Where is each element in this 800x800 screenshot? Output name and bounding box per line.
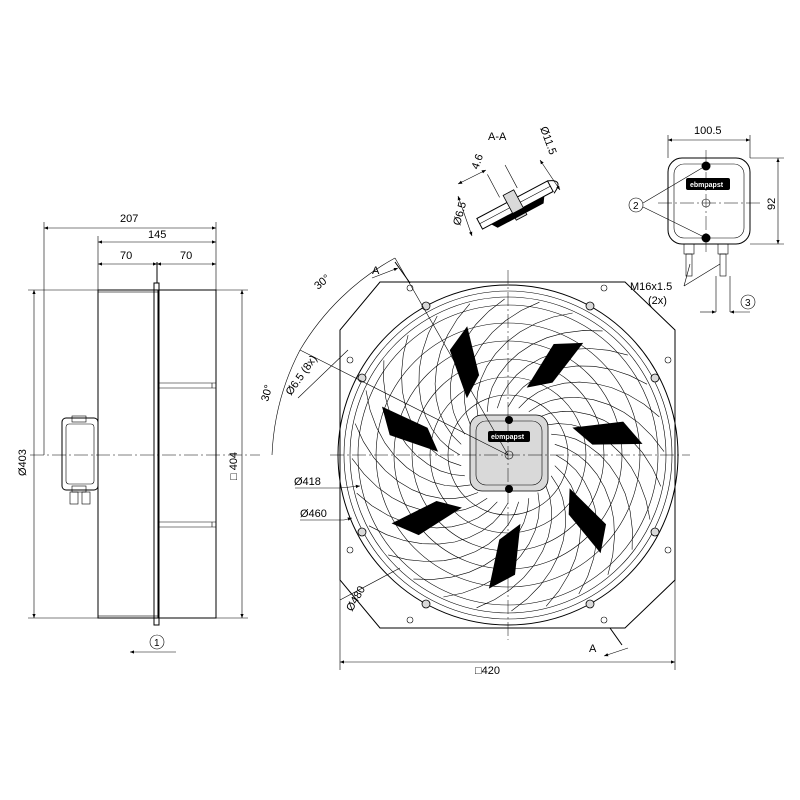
dim-box-height: 92 bbox=[766, 198, 778, 210]
grille-wire bbox=[443, 492, 540, 598]
callout-1: 1 bbox=[154, 638, 160, 649]
dim-6-5: Ø6.5 bbox=[451, 201, 469, 227]
grille-wire bbox=[368, 502, 509, 545]
dim-418: Ø418 bbox=[294, 476, 321, 488]
callout-3: 3 bbox=[745, 298, 751, 309]
side-view: 207 145 70 70 Ø403 □ 404 1 bbox=[17, 213, 260, 654]
fan-blade bbox=[526, 342, 584, 388]
section-marker-bottom: A bbox=[589, 643, 597, 655]
mounting-hole bbox=[600, 616, 608, 624]
center-terminal-box bbox=[469, 414, 549, 492]
fan-blade bbox=[568, 488, 606, 554]
mounting-hole bbox=[585, 301, 595, 311]
fan-blade bbox=[391, 501, 462, 536]
grille-wire bbox=[511, 475, 566, 612]
grille-wire bbox=[518, 381, 660, 418]
grille-wire bbox=[555, 454, 598, 595]
dim-11-5: Ø11.5 bbox=[537, 125, 558, 157]
front-view: ebmpapst 30° 30° A A Ø6.5 (8x) Ø418 Ø460… bbox=[259, 257, 690, 677]
mounting-hole bbox=[357, 527, 367, 537]
grille-wire bbox=[486, 330, 603, 412]
dim-guard-depth: 145 bbox=[148, 229, 166, 241]
fan-blade bbox=[488, 523, 521, 589]
mounting-hole bbox=[346, 546, 354, 554]
mounting-holes bbox=[346, 284, 672, 624]
mounting-hole bbox=[650, 527, 660, 537]
dim-box-width: 100.5 bbox=[694, 125, 722, 137]
mounting-hole bbox=[421, 599, 431, 609]
box-logo: ebmpapst bbox=[690, 182, 724, 189]
thread-spec: M16x1.5 bbox=[630, 281, 672, 293]
dim-square: □ 404 bbox=[228, 452, 240, 480]
fan-blade bbox=[382, 406, 439, 452]
dim-right-half: 70 bbox=[180, 250, 192, 262]
angle-upper: 30° bbox=[312, 272, 332, 292]
dim-holes: Ø6.5 (8x) bbox=[284, 353, 320, 397]
mounting-hole bbox=[406, 284, 414, 292]
thread-count: (2x) bbox=[648, 295, 667, 307]
mounting-hole bbox=[346, 356, 354, 364]
grille-wire bbox=[551, 433, 633, 550]
grille-wire bbox=[497, 348, 628, 409]
grille-wire bbox=[537, 411, 662, 487]
grille-wire bbox=[434, 303, 471, 445]
fan-blade bbox=[449, 326, 480, 399]
dim-4-6: 4.6 bbox=[470, 153, 487, 171]
grille-wire bbox=[476, 484, 552, 609]
fan-blades bbox=[382, 326, 643, 589]
grille-wire bbox=[388, 501, 519, 562]
mounting-hole bbox=[406, 616, 414, 624]
terminal-box-view: ebmpapst 100.5 92 2 M16x1.5 (2x) bbox=[628, 125, 784, 314]
dim-square-420: □420 bbox=[475, 665, 500, 677]
dim-diameter: Ø403 bbox=[17, 449, 29, 476]
grille-wire bbox=[476, 312, 573, 418]
grille-wire bbox=[356, 492, 498, 529]
section-title: A-A bbox=[488, 131, 507, 143]
mounting-hole bbox=[664, 546, 672, 554]
callout-2: 2 bbox=[633, 201, 639, 212]
grille-wire bbox=[554, 444, 615, 575]
mounting-hole bbox=[650, 373, 660, 383]
grille-wire bbox=[383, 360, 465, 477]
grille-wire bbox=[418, 315, 461, 456]
dim-460: Ø460 bbox=[300, 508, 327, 520]
dim-overall-depth: 207 bbox=[120, 213, 138, 225]
grille-wire bbox=[354, 423, 479, 499]
mounting-hole bbox=[357, 373, 367, 383]
dim-left-half: 70 bbox=[120, 250, 132, 262]
angle-lower: 30° bbox=[259, 384, 275, 403]
mounting-hole bbox=[600, 284, 608, 292]
grille-wire bbox=[528, 397, 665, 452]
mounting-hole bbox=[421, 301, 431, 311]
mounting-hole bbox=[585, 599, 595, 609]
mounting-hole bbox=[664, 356, 672, 364]
grille-wire bbox=[450, 298, 505, 435]
fan-blade bbox=[572, 421, 643, 445]
grille-wire bbox=[545, 465, 582, 607]
section-view: A-A 4.6 Ø11.5 Ø6.5 bbox=[451, 125, 561, 237]
grille-wire bbox=[365, 390, 471, 487]
section-marker-top: A bbox=[372, 265, 380, 277]
